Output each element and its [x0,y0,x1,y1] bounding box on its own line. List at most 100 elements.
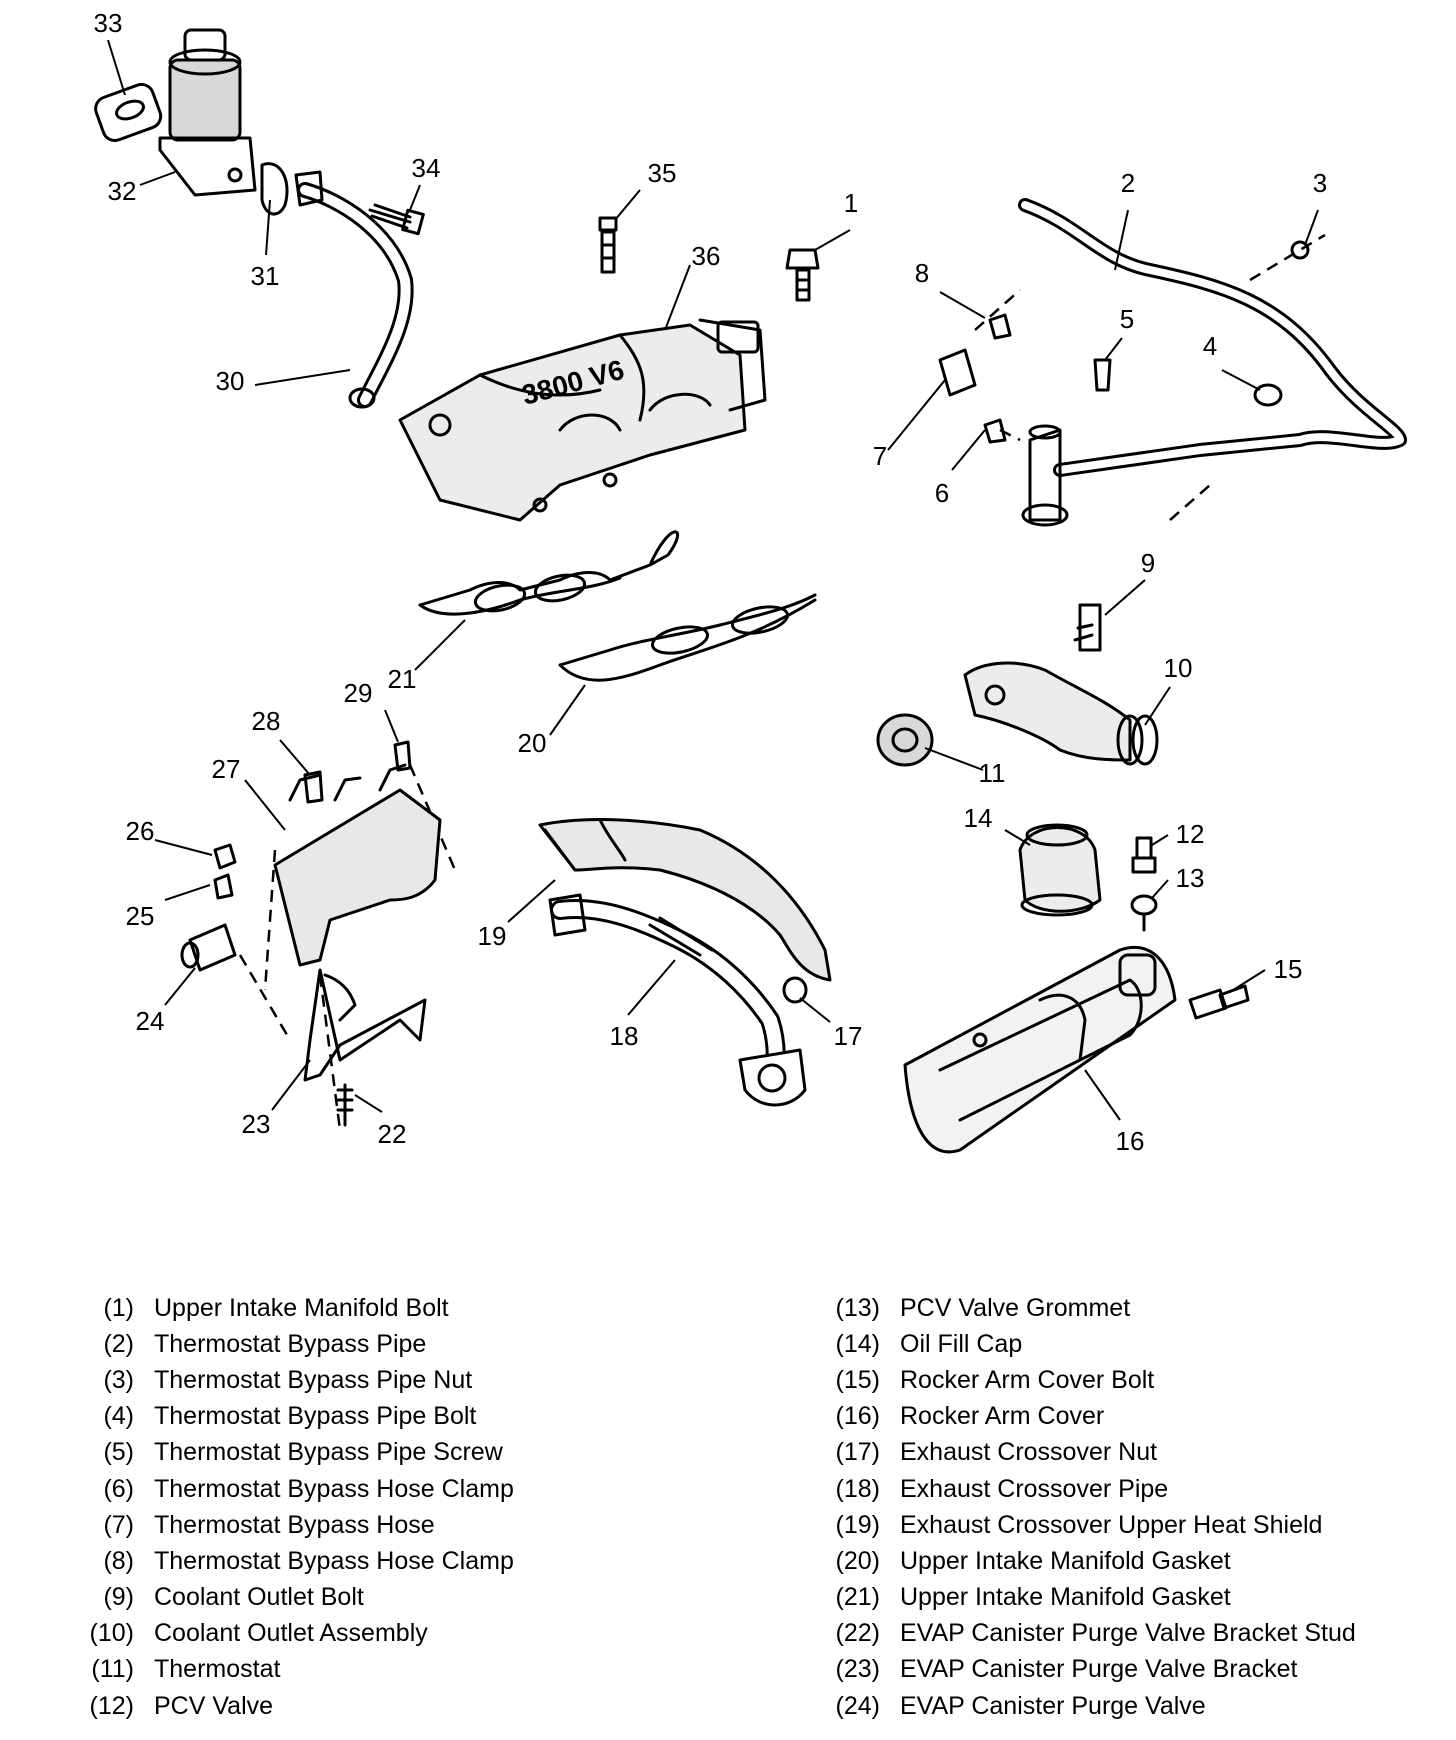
stud-drawing [598,216,618,274]
upper-intake-manifold-drawing: 3800 V6 [398,318,767,522]
legend-label: Coolant Outlet Bolt [154,1583,364,1612]
pcv-valve-drawing [1130,836,1158,932]
legend-item: (22) EVAP Canister Purge Valve Bracket St… [820,1616,1440,1652]
legend-item: (13) PCV Valve Grommet [820,1290,1440,1326]
legend-label: Upper Intake Manifold Gasket [900,1583,1231,1612]
exploded-parts-diagram: 3800 V6 [94,8,1407,1156]
egr-gasket-drawing [260,162,289,216]
legend-label: Coolant Outlet Assembly [154,1619,428,1648]
legend-item: (3) Thermostat Bypass Pipe Nut [80,1362,720,1398]
callout-31: 31 [251,261,280,291]
legend-number: (8) [103,1546,134,1575]
legend-number: (11) [91,1655,134,1684]
legend-label: Thermostat Bypass Pipe Nut [154,1365,473,1394]
callout-3: 3 [1313,168,1327,198]
callout-4: 4 [1203,331,1217,361]
egr-valve-drawing [94,28,257,197]
legend-label: Thermostat Bypass Pipe [154,1329,427,1358]
oil-fill-cap-drawing [1018,823,1102,917]
leader-lines [107,39,1319,1121]
legend-item: (7)Thermostat Bypass Hose [80,1507,720,1543]
thermostat-drawing [876,713,934,767]
legend-label: Rocker Arm Cover Bolt [900,1365,1155,1394]
callout-labels: 1 2 3 4 5 6 7 8 9 10 11 12 13 14 15 16 1… [94,8,1328,1156]
callout-9: 9 [1141,548,1155,578]
legend-label: Thermostat Bypass Pipe Bolt [154,1402,477,1431]
legend-number: (17) [835,1438,880,1467]
callout-20: 20 [518,728,547,758]
legend-item: (12) PCV Valve [80,1688,720,1724]
callout-35: 35 [648,158,677,188]
legend-label: Exhaust Crossover Nut [900,1438,1158,1467]
legend-item: (10) Coolant Outlet Assembly [80,1616,720,1652]
legend-number: (6) [103,1474,134,1503]
legend-number: (10) [89,1619,134,1648]
legend-number: (16) [835,1402,880,1431]
legend-item: (2)Thermostat Bypass Pipe [80,1326,720,1362]
legend-label: Thermostat [154,1655,281,1684]
legend-item: (1)Upper Intake Manifold Bolt [80,1290,720,1326]
crossover-nut-drawing [782,976,808,1004]
coolant-outlet-drawing [963,603,1159,766]
callout-23: 23 [242,1109,271,1139]
callout-32: 32 [108,176,137,206]
callout-22: 22 [378,1119,407,1149]
legend-number: (9) [103,1583,134,1612]
legend-item: (6)Thermostat Bypass Hose Clamp [80,1471,720,1507]
egr-pipe-bolt-drawing [368,203,425,236]
legend-item: (5) Thermostat Bypass Pipe Screw [80,1435,720,1471]
legend-number: (19) [835,1510,880,1539]
legend-label: Rocker Arm Cover [900,1402,1105,1431]
legend-label: PCV Valve Grommet [900,1293,1131,1322]
callout-24: 24 [136,1006,165,1036]
callout-7: 7 [873,441,887,471]
legend-item: (9) Coolant Outlet Bolt [80,1580,720,1616]
callout-27: 27 [212,754,241,784]
legend-label: Exhaust Crossover Pipe [900,1474,1169,1503]
callout-25: 25 [126,901,155,931]
legend-number: (1) [103,1293,134,1322]
callout-30: 30 [216,366,245,396]
gasket-20-drawing [558,593,817,682]
callout-5: 5 [1120,304,1134,334]
legend-item: (21) Upper Intake Manifold Gasket [820,1580,1440,1616]
callout-13: 13 [1176,863,1205,893]
legend-item: (23)EVAP Canister Purge Valve Bracket [820,1652,1440,1688]
callout-18: 18 [610,1021,639,1051]
callout-21: 21 [388,664,417,694]
legend-item: (18) Exhaust Crossover Pipe [820,1471,1440,1507]
legend-number: (14) [835,1329,880,1358]
legend-number: (22) [835,1619,880,1648]
callout-16: 16 [1116,1126,1145,1156]
callout-6: 6 [935,478,949,508]
legend-label: Thermostat Bypass Pipe Screw [154,1438,503,1467]
legend-number: (3) [103,1365,134,1394]
legend-label: Oil Fill Cap [900,1329,1023,1358]
legend-item: (20)Upper Intake Manifold Gasket [820,1543,1440,1579]
callout-2: 2 [1121,168,1135,198]
legend-label: EVAP Canister Purge Valve Bracket Stud [900,1619,1356,1648]
legend-number: (7) [103,1510,134,1539]
callout-36: 36 [692,241,721,271]
legend-item: (19)Exhaust Crossover Upper Heat Shield [820,1507,1440,1543]
evap-bracket-drawing [273,763,442,1127]
legend-item: (14) Oil Fill Cap [820,1326,1440,1362]
legend-number: (12) [89,1691,134,1720]
legend-number: (21) [835,1583,880,1612]
callout-14: 14 [964,803,993,833]
legend-label: PCV Valve [154,1691,274,1720]
callout-15: 15 [1274,954,1303,984]
legend-number: (5) [103,1438,134,1467]
legend-item: (24)EVAP Canister Purge Valve [820,1688,1440,1724]
legend-label: EVAP Canister Purge Valve [900,1691,1206,1720]
legend-number: (13) [835,1293,880,1322]
legend-item: (17) Exhaust Crossover Nut [820,1435,1440,1471]
legend-label: Thermostat Bypass Hose Clamp [154,1546,514,1575]
callout-34: 34 [412,153,441,183]
legend-item: (16) Rocker Arm Cover [820,1399,1440,1435]
legend-number: (15) [835,1365,880,1394]
exhaust-crossover-pipe-drawing [548,893,807,1107]
legend-number: (18) [835,1474,880,1503]
callout-33: 33 [94,8,123,38]
callout-1: 1 [844,188,858,218]
